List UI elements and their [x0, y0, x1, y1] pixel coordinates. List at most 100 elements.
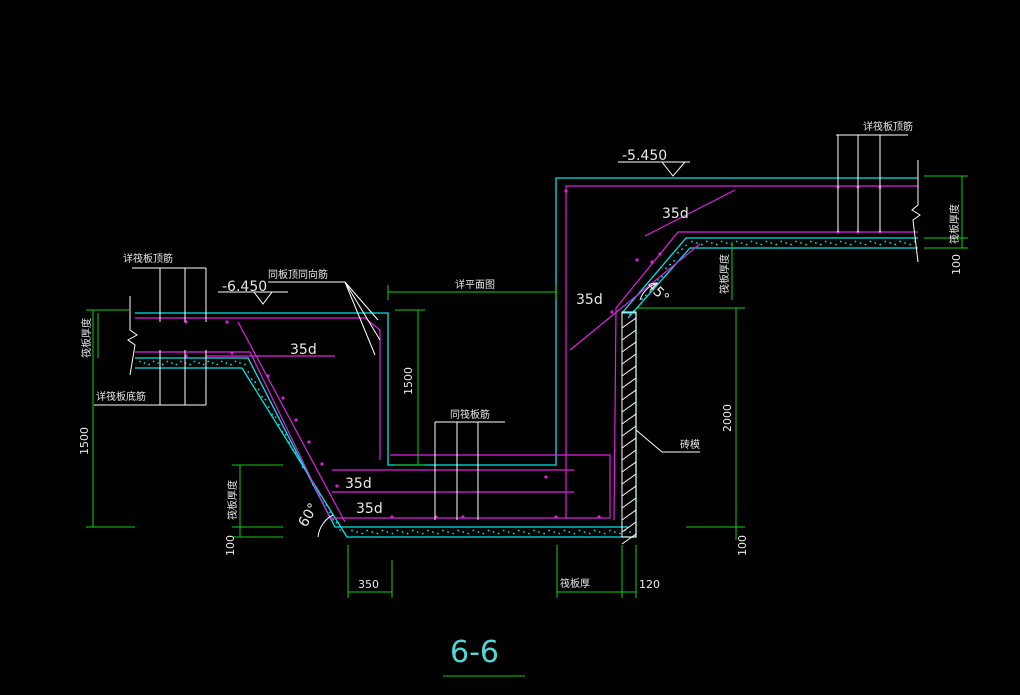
cushion-dot	[442, 529, 444, 532]
label-plan-ref: 详平面图	[455, 278, 495, 291]
rebar-dot	[554, 515, 558, 519]
cushion-dot	[755, 242, 758, 244]
brick-hatch-line	[621, 533, 637, 545]
brick-wall	[621, 311, 637, 545]
cushion-dot	[909, 243, 911, 246]
cushion-dot	[381, 529, 384, 532]
dim-text-2000: 2000	[721, 404, 734, 432]
leader-same-dir-a	[344, 281, 381, 341]
cushion-dot	[294, 451, 297, 454]
elevation-left: -6.450	[222, 279, 267, 295]
cushion-dot	[467, 532, 470, 535]
cushion-dot	[284, 433, 287, 436]
rebar-right-bottom	[613, 231, 918, 521]
cushion-dot	[681, 248, 683, 251]
concrete-outline	[135, 177, 918, 538]
cushion-dot	[247, 370, 250, 373]
cushion-dot	[701, 243, 703, 246]
cushion-dot	[234, 360, 237, 363]
cushion-dot	[829, 242, 832, 244]
brick-hatch-line	[621, 413, 637, 425]
leader-same-dir-b	[344, 281, 379, 321]
cushion-dot	[406, 532, 409, 535]
brick-hatch-line	[621, 389, 637, 401]
cushion-dot	[770, 242, 773, 244]
rebar-dot	[281, 396, 285, 400]
cushion-dot	[824, 240, 827, 243]
cushion-dot	[376, 532, 379, 535]
brick-wall-rect	[621, 311, 637, 538]
brick-hatch-line	[621, 329, 637, 341]
leader-brick	[635, 429, 663, 453]
label-slab-thk-bottom: 筏板厚	[560, 577, 590, 590]
cushion-dot	[472, 529, 475, 532]
cushion-dot	[645, 294, 647, 297]
cushion-dot	[849, 243, 852, 246]
cushion-dot	[613, 531, 616, 533]
rebar-slope-top	[237, 321, 346, 523]
cushion-dot	[720, 240, 723, 243]
cushion-dot	[735, 240, 738, 243]
angle-45: 45°	[643, 278, 672, 307]
cushion-dot	[522, 531, 525, 533]
cushion-dot	[366, 529, 369, 532]
cushion-dot	[254, 381, 257, 383]
cushion-dot	[633, 309, 635, 312]
dim-text-100-right: 100	[736, 535, 749, 556]
cushion-dot	[819, 243, 822, 246]
rebar-dot	[320, 462, 324, 466]
cushion-dot	[598, 531, 601, 533]
brick-hatch-line	[621, 425, 637, 437]
anchorage-35d-2: 35d	[345, 476, 372, 492]
cushion-dot	[588, 532, 591, 535]
cushion-dot	[401, 531, 404, 533]
cushion-dot	[745, 243, 748, 246]
white-leaders	[94, 134, 921, 538]
cushion-dot	[715, 243, 718, 246]
cushion-dot	[271, 413, 274, 416]
cushion-dot	[452, 532, 454, 535]
dim-text-1500-mid: 1500	[402, 367, 415, 395]
cushion-dot	[457, 529, 460, 532]
cushion-dot	[705, 240, 708, 243]
cushion-dot	[800, 242, 802, 244]
rebar-dot	[294, 418, 298, 422]
right-break-line	[911, 160, 921, 263]
cushion-dot	[665, 267, 667, 270]
cushion-dot	[139, 360, 141, 363]
cushion-dot	[170, 362, 173, 364]
cushion-dot	[669, 263, 671, 266]
cushion-dot	[426, 529, 429, 532]
cushion-dot	[641, 298, 643, 300]
left-break-line	[127, 296, 138, 376]
cushion-dot	[603, 532, 606, 535]
cushion-dot	[795, 240, 797, 243]
cushion-dot	[869, 240, 872, 243]
dim-text-120: 120	[639, 578, 660, 591]
brick-hatch-line	[621, 365, 637, 377]
cushion-dot	[371, 531, 374, 533]
cushion-dot	[543, 532, 545, 535]
brick-hatch-line	[621, 461, 637, 473]
cushion-dot	[180, 360, 182, 363]
cushion-dot	[618, 532, 621, 535]
cushion-dot	[411, 529, 414, 532]
cushion-dot	[563, 529, 566, 532]
rebar-left-top	[135, 317, 381, 460]
anchorage-35d-5: 35d	[662, 206, 689, 222]
cushion-dot	[834, 243, 837, 246]
cushion-dot	[765, 240, 768, 243]
rebar-dot	[225, 320, 229, 324]
cushion-dot	[649, 290, 651, 293]
rebar-dot	[658, 252, 662, 256]
cushion-dot	[267, 406, 270, 408]
label-slab-thk-mid: 筏板厚度	[718, 254, 731, 294]
cushion-dot	[691, 240, 693, 243]
pit-inner-bottom	[135, 357, 628, 528]
cushion-dot	[161, 363, 164, 366]
angle-arc-45	[639, 282, 659, 301]
cushion-dot	[211, 362, 214, 364]
rebar-dot	[597, 515, 601, 519]
rebar-dot	[610, 310, 614, 314]
dim-text-1500-left: 1500	[78, 427, 91, 455]
